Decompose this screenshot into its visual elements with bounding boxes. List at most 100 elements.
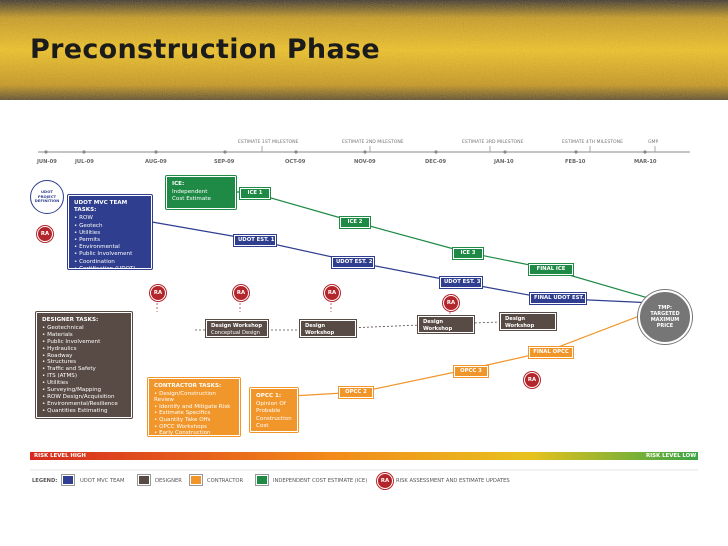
udot-team-item: • Permits (74, 237, 101, 244)
opcc-tag: FINAL OPCC (528, 346, 574, 359)
workshop-title: Design Workshop (305, 323, 335, 336)
ice-tag: ICE 3 (452, 247, 484, 260)
opcc-heading: OPCC 1: (256, 393, 282, 399)
workshop-subtitle: Conceptual Design (211, 329, 260, 336)
workshop-subtitle: 30% Design (305, 336, 337, 343)
udot-team-heading: UDOT MVC TEAM TASKS: (74, 200, 128, 214)
ice-line: Cost Estimate (172, 196, 211, 203)
contractor-item: • OPCC Workshops (154, 423, 207, 430)
designer-item: • Quantities Estimating (42, 407, 108, 414)
workshop-subtitle: 45% Design (423, 332, 455, 339)
legend-label: CONTRACTOR (207, 478, 244, 484)
udot-team-item: • Certification (UDOT) (74, 265, 136, 272)
udot-estimate-tag: UDOT EST. 3 (439, 276, 483, 289)
month-label: FEB-10 (565, 159, 586, 165)
ice-tag: ICE 2 (339, 216, 371, 229)
milestone-label: GMP (648, 140, 659, 145)
opcc-definition-box: OPCC 1: Opinion Of Probable Construction… (249, 387, 299, 433)
udot-team-tasks-box: UDOT MVC TEAM TASKS: • ROW • Geotech • U… (67, 194, 153, 272)
opcc-tag: OPCC 3 (453, 365, 489, 378)
workshop-subtitle: 60% Design (505, 329, 537, 336)
contractor-heading: CONTRACTOR TASKS: (154, 383, 222, 389)
risk-level-high: RISK LEVEL HIGH (34, 453, 86, 459)
legend-ra-badge: RA (377, 473, 393, 489)
month-label: SEP-09 (214, 159, 235, 165)
designer-item: • Hydraulics (42, 345, 77, 352)
tmp-line: PRICE (656, 323, 674, 330)
design-workshop-box: Design Workshop 30% Design (299, 319, 357, 342)
udot-estimate-tag: FINAL UDOT EST. (529, 292, 587, 305)
tmp-line: MAXIMUM (650, 317, 680, 323)
legend-title: LEGEND: (32, 478, 58, 484)
contractor-item: • Quantity Take Offs (154, 416, 211, 423)
designer-item: • Utilities (42, 380, 69, 387)
header-banner: Preconstruction Phase (0, 0, 728, 100)
udot-team-item: • Geotech (74, 222, 103, 229)
month-label: OCT-09 (285, 159, 306, 165)
udot-team-item: • Coordination (74, 258, 115, 265)
contractor-tasks-box: CONTRACTOR TASKS: • Design/Construction … (147, 377, 241, 449)
udot-team-item: • Utilities (74, 229, 101, 236)
contractor-item: • Early Construction Activities (154, 430, 211, 443)
milestone-label: ESTIMATE 2ND MILESTONE (342, 140, 404, 145)
month-label: JUL-09 (75, 159, 94, 165)
ra-badge: RA (443, 295, 459, 311)
ice-heading: ICE: (172, 181, 185, 187)
contractor-item: • Estimate Specifics (154, 410, 211, 417)
milestone-label: ESTIMATE 3RD MILESTONE (462, 140, 524, 145)
ice-line: Independent (172, 189, 208, 196)
milestone-label: ESTIMATE 4TH MILESTONE (562, 140, 623, 145)
ice-tag: FINAL ICE (528, 263, 574, 276)
workshop-title: Design Workshop (423, 319, 453, 332)
month-label: JAN-10 (494, 159, 514, 165)
legend-swatch (61, 474, 75, 486)
workshop-title: Design Workshop (211, 323, 263, 329)
designer-item: • Structures (42, 359, 77, 366)
legend-swatch (137, 474, 151, 486)
month-label: JUN-09 (37, 159, 57, 165)
project-definition-badge: UDOT PROJECT DEFINITION (30, 180, 64, 214)
designer-item: • Public Involvement (42, 338, 101, 345)
opcc-line: Probable (256, 408, 281, 415)
month-label: NOV-09 (354, 159, 376, 165)
opcc-line: Cost (256, 422, 269, 429)
legend-label: UDOT MVC TEAM (80, 478, 125, 484)
ra-badge: RA (150, 285, 166, 301)
ice-definition-box: ICE: Independent Cost Estimate (165, 175, 237, 210)
page-title: Preconstruction Phase (30, 34, 380, 65)
banner-texture (0, 0, 728, 100)
risk-level-low: RISK LEVEL LOW (646, 453, 697, 459)
designer-item: • Materials (42, 331, 73, 338)
workshop-title: Design Workshop (505, 316, 535, 329)
udot-team-item: • ROW (74, 215, 93, 222)
legend-label: DESIGNER (155, 478, 182, 484)
design-workshop-box: Design Workshop Conceptual Design (205, 319, 269, 338)
ra-badge: RA (524, 372, 540, 388)
design-workshop-box: Design Workshop 45% Design (417, 315, 475, 338)
contractor-item: • Construction (154, 443, 195, 450)
ra-badge: RA (233, 285, 249, 301)
opcc-line: Construction (256, 415, 292, 422)
designer-item: • ROW Design/Acquisition (42, 393, 115, 400)
udot-team-item: • Environmental (74, 244, 120, 251)
tmp-line: TMP: (657, 304, 673, 311)
designer-item: • ITS (ATMS) (42, 373, 78, 380)
opcc-tag: OPCC 2 (338, 386, 374, 399)
designer-tasks-box: DESIGNER TASKS: • Geotechnical • Materia… (35, 311, 133, 419)
ra-badge: RA (324, 285, 340, 301)
project-definition-text: UDOT PROJECT DEFINITION (34, 189, 60, 204)
legend-label: INDEPENDENT COST ESTIMATE (ICE) (273, 478, 368, 484)
legend-swatch (255, 474, 269, 486)
designer-item: • Geotechnical (42, 324, 84, 331)
tmp-badge: TMP: TARGETED MAXIMUM PRICE (638, 290, 692, 344)
month-label: AUG-09 (145, 159, 167, 165)
contractor-item: • Identify and Mitigate Risk (154, 403, 231, 410)
ra-badge: RA (37, 226, 53, 242)
designer-item: • Roadway (42, 352, 73, 359)
designer-item: • Environmental/Resilience (42, 400, 118, 407)
legend-swatch (189, 474, 203, 486)
month-label: DEC-09 (425, 159, 447, 165)
month-label: MAR-10 (634, 159, 657, 165)
contractor-item: • Design/Construction Review (154, 390, 216, 404)
udot-estimate-tag: UDOT EST. 1 (233, 234, 277, 247)
